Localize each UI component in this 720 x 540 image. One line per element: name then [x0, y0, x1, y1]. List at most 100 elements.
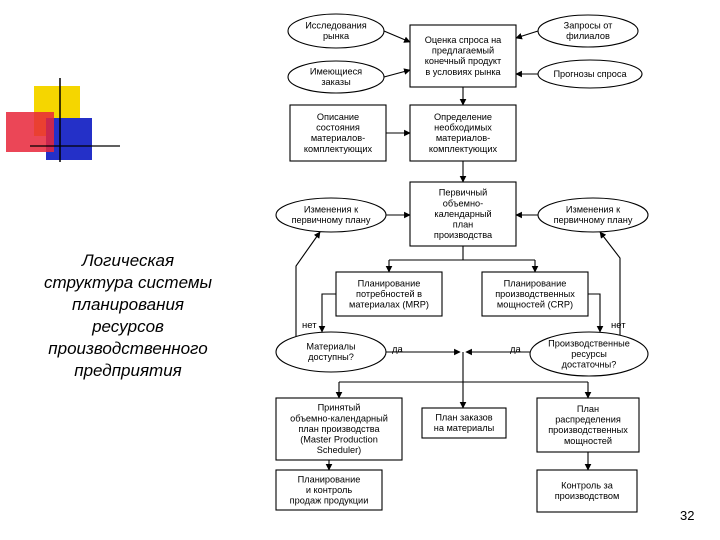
node-shape	[287, 60, 385, 94]
node-text-line: Изменения к	[566, 205, 621, 215]
edge-no-left-to-changes-left	[295, 231, 321, 344]
node-text-line: состояния	[316, 123, 360, 133]
node-text-line: на материалы	[434, 423, 495, 433]
node-materials-description: Описаниесостоянияматериалов-комплектующи…	[289, 104, 387, 162]
node-text-line: Первичный	[439, 188, 487, 198]
node-text-line: Планирование	[504, 278, 567, 288]
node-text-line: календарный	[434, 209, 491, 219]
title-line: ресурсов	[92, 317, 164, 336]
node-text-line: Исследования	[305, 21, 367, 31]
node-text-line: материалов-	[436, 133, 490, 143]
node-text-line: достаточны?	[562, 360, 617, 370]
node-text-line: Планирование	[298, 474, 361, 484]
node-text-line: Прогнозы спроса	[553, 69, 627, 79]
node-text-line: мощностей (CRP)	[497, 300, 573, 310]
node-text-line: заказы	[321, 77, 350, 87]
edge-no-right-to-changes-right	[599, 231, 621, 340]
node-text-line: Изменения к	[304, 205, 359, 215]
node-text-line: необходимых	[434, 123, 492, 133]
node-text-line: производственных	[495, 289, 575, 299]
node-text-line: филиалов	[566, 31, 610, 41]
diagram-edges	[295, 30, 621, 471]
node-text-line: первичному плану	[292, 215, 371, 225]
edge-label-no-left: нет	[302, 320, 317, 331]
node-text-line: конечный продукт	[425, 56, 502, 66]
node-shape	[287, 13, 385, 49]
node-text-line: ресурсы	[571, 349, 607, 359]
node-shape	[536, 469, 638, 513]
node-shape	[409, 104, 517, 162]
node-text-line: Оценка спроса на	[425, 35, 502, 45]
edge-orders-to-estimate	[383, 68, 411, 78]
node-shape	[529, 331, 649, 377]
node-text-line: предлагаемый	[432, 46, 494, 56]
title-line: производственного	[48, 339, 208, 358]
decorative-squares	[6, 78, 120, 162]
node-text-line: материалов-	[311, 133, 365, 143]
node-text-line: (Master Production	[300, 435, 378, 445]
node-demand-forecasts: Прогнозы спроса	[537, 59, 643, 89]
node-text-line: Контроль за	[561, 481, 614, 491]
node-text-line: план	[453, 220, 474, 230]
node-shape	[537, 14, 639, 48]
node-text-line: доступны?	[308, 352, 354, 362]
node-shape	[275, 397, 403, 461]
node-text-line: комплектующих	[304, 144, 373, 154]
edge-label-yes-right: да	[510, 344, 522, 355]
title-line: Логическая	[81, 251, 175, 270]
edge-mrp-to-materials-available	[318, 293, 336, 333]
node-text-line: План заказов	[435, 413, 492, 423]
node-capacity-plan: Планраспределенияпроизводственныхмощност…	[536, 397, 640, 453]
node-text-line: Производственные	[548, 338, 630, 348]
node-text-line: Scheduler)	[317, 445, 361, 455]
slide-title: Логическая структура системы планировани…	[28, 250, 228, 382]
node-text-line: Планирование	[358, 278, 421, 288]
node-shape	[537, 59, 643, 89]
title-line: планирования	[72, 295, 184, 314]
deco-red-square	[6, 112, 54, 152]
node-text-line: план производства	[298, 424, 380, 434]
node-shape	[536, 397, 640, 453]
node-text-line: производства	[434, 230, 493, 240]
node-shape	[421, 407, 507, 439]
node-text-line: первичному плану	[554, 215, 633, 225]
node-text-line: Определение	[434, 112, 492, 122]
page-number: 32	[680, 508, 695, 523]
node-text-line: материалах (MRP)	[349, 300, 429, 310]
node-text-line: объемно-	[443, 198, 483, 208]
node-text-line: объемно-календарный	[290, 413, 388, 423]
node-text-line: и контроль	[306, 485, 353, 495]
node-shape	[275, 469, 383, 511]
title-line: предприятия	[74, 361, 182, 380]
node-shape	[275, 197, 387, 233]
node-shape	[335, 271, 443, 317]
node-text-line: потребностей в	[356, 289, 422, 299]
node-text-line: Описание	[317, 112, 359, 122]
node-text-line: Материалы	[306, 342, 355, 352]
edge-labels: нет да да нет	[302, 320, 626, 355]
node-materials-definition: Определениенеобходимыхматериалов-комплек…	[409, 104, 517, 162]
node-text-line: производством	[555, 491, 620, 501]
node-shape	[275, 331, 387, 373]
node-text-line: комплектующих	[429, 144, 498, 154]
edge-branch-requests-to-estimate	[515, 30, 539, 40]
node-text-line: Запросы от	[564, 21, 614, 31]
node-shape	[481, 271, 589, 317]
node-primary-plan: Первичныйобъемно-календарныйпланпроизвод…	[409, 181, 517, 247]
node-text-line: в условиях рынка	[425, 67, 501, 77]
node-text-line: Принятый	[318, 403, 361, 413]
